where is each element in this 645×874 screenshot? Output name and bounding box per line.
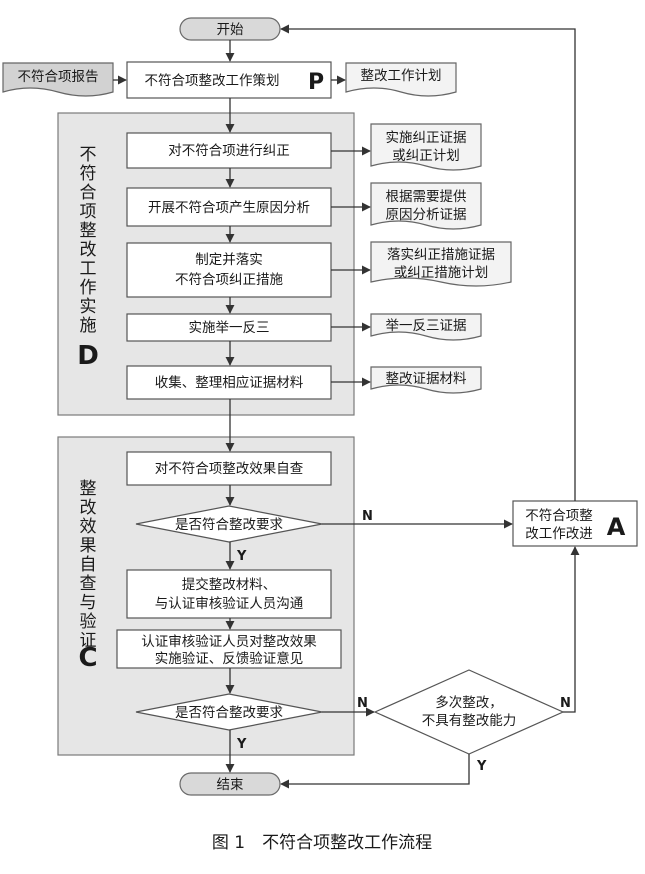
output-doc-cause	[370, 182, 482, 230]
step-correction-label: 对不符合项进行纠正	[168, 143, 290, 159]
improvement-line2: 改工作改进	[525, 526, 593, 542]
auditor-verification-line2: 实施验证、反馈验证意见	[155, 650, 304, 667]
plan-output-label: 整改工作计划	[361, 68, 442, 84]
decision-1-label: 是否符合整改要求	[175, 517, 283, 533]
plan-step-box	[126, 61, 332, 99]
output-doc-correction	[370, 123, 482, 171]
step-corrective-action-box	[126, 242, 332, 298]
impl-title-char: 作	[80, 278, 97, 298]
output-doc-cause-line2: 原因分析证据	[386, 207, 467, 223]
auditor-verification-box	[116, 629, 342, 669]
figure-caption: 图 1 不符合项整改工作流程	[212, 833, 432, 853]
check-title-char: 验	[80, 612, 97, 632]
check-title-char: 查	[80, 574, 97, 594]
output-doc-corrective-action	[370, 241, 512, 287]
decision2-yes-label: Y	[236, 737, 247, 752]
decision2-no-label: N	[357, 696, 368, 711]
step-collect-evidence-box	[126, 365, 332, 400]
check-title-char: 改	[80, 498, 97, 518]
check-title-char: 效	[80, 517, 97, 537]
check-title-char: 自	[80, 555, 97, 575]
arrow-decision3-no	[563, 546, 580, 713]
act-letter: A	[607, 513, 626, 541]
end-terminal	[179, 772, 281, 796]
impl-title-char: 改	[80, 240, 97, 260]
nonconformity-report-label: 不符合项报告	[18, 69, 99, 85]
step-collect-evidence-label: 收集、整理相应证据材料	[155, 374, 304, 391]
output-doc-correction-line2: 或纠正计划	[392, 148, 460, 164]
impl-title-char: 合	[80, 183, 97, 203]
implementation-phase-title: 不 符 合 项 整 改 工 作 实 施	[80, 145, 97, 336]
check-phase-title: 整 改 效 果 自 查 与 验 证	[80, 479, 97, 651]
output-doc-evidence-label: 整改证据材料	[386, 371, 467, 387]
impl-title-char: 工	[80, 259, 97, 279]
output-doc-evidence	[370, 366, 482, 394]
self-check-label: 对不符合项整改效果自查	[155, 461, 304, 477]
plan-output-doc	[345, 62, 457, 97]
step-corrective-action-line1: 制定并落实	[195, 252, 263, 268]
decision-3-line2: 不具有整改能力	[422, 713, 517, 729]
impl-title-char: 整	[80, 221, 97, 241]
impl-title-char: 项	[80, 202, 97, 222]
nonconformity-report-doc	[2, 62, 114, 97]
impl-title-char: 不	[80, 145, 97, 165]
decision-3-line1: 多次整改，	[435, 694, 503, 711]
output-doc-extrapolate	[370, 313, 482, 341]
step-correction-box	[126, 132, 332, 169]
do-letter: D	[77, 341, 99, 371]
end-label: 结束	[217, 777, 244, 793]
check-title-char: 证	[80, 631, 97, 651]
decision-repeated-rectification	[373, 669, 565, 755]
impl-title-char: 施	[80, 316, 97, 336]
output-doc-extrapolate-label: 举一反三证据	[386, 318, 467, 334]
decision-2-label: 是否符合整改要求	[175, 705, 283, 721]
improvement-box	[512, 500, 638, 547]
arrow-decision3-yes	[280, 754, 470, 789]
step-cause-analysis-label: 开展不符合项产生原因分析	[148, 200, 310, 216]
output-doc-corrective-action-line2: 或纠正措施计划	[394, 265, 489, 281]
step-corrective-action-line2: 不符合项纠正措施	[175, 272, 283, 288]
plan-step-label: 不符合项整改工作策划	[145, 72, 280, 89]
check-title-char: 与	[80, 593, 97, 613]
start-label: 开始	[217, 22, 244, 38]
check-title-char: 整	[80, 479, 97, 499]
decision3-no-label: N	[560, 696, 571, 711]
output-doc-cause-line1: 根据需要提供	[386, 189, 467, 205]
impl-title-char: 符	[80, 164, 97, 184]
submit-materials-box	[126, 569, 332, 619]
decision1-yes-label: Y	[236, 549, 247, 564]
plan-letter: P	[308, 70, 324, 95]
decision3-yes-label: Y	[476, 759, 487, 774]
self-check-box	[126, 451, 332, 486]
arrow-improvement-to-start	[280, 24, 576, 501]
auditor-verification-line1: 认证审核验证人员对整改效果	[141, 634, 317, 650]
step-extrapolate-box	[126, 313, 332, 342]
submit-materials-line1: 提交整改材料、	[182, 576, 277, 593]
step-cause-analysis-box	[126, 187, 332, 227]
impl-title-char: 实	[80, 297, 97, 317]
output-doc-corrective-action-line1: 落实纠正措施证据	[387, 247, 495, 263]
check-letter: C	[78, 643, 97, 673]
improvement-line1: 不符合项整	[525, 508, 593, 524]
output-doc-correction-line1: 实施纠正证据	[386, 130, 467, 146]
decision1-no-label: N	[362, 509, 373, 524]
step-extrapolate-label: 实施举一反三	[189, 320, 270, 336]
submit-materials-line2: 与认证审核验证人员沟通	[155, 596, 304, 612]
check-title-char: 果	[80, 536, 97, 556]
